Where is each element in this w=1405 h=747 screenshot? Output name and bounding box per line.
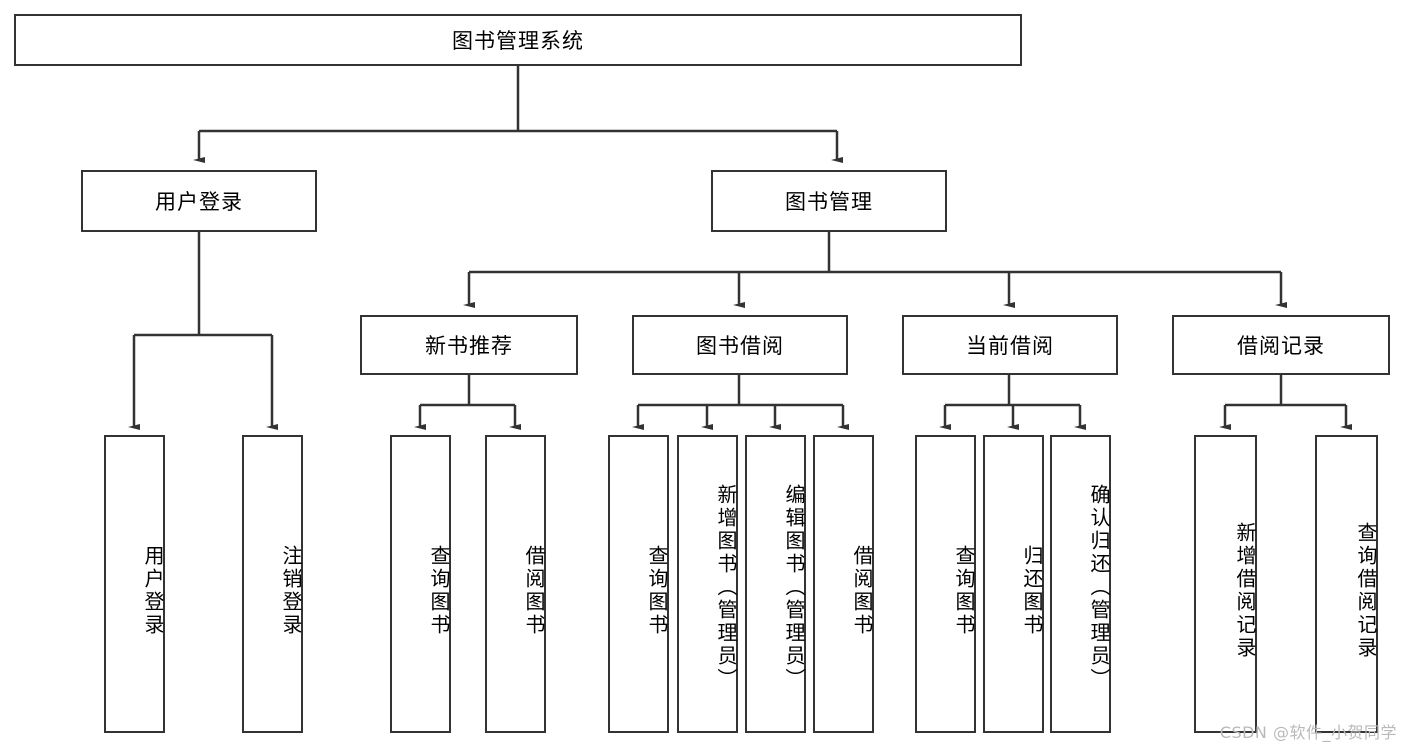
node-book-borrow[interactable]: 图书借阅 xyxy=(632,315,848,375)
leaf-record-query-record[interactable]: 查询借阅记录 xyxy=(1315,435,1378,733)
node-user-login[interactable]: 用户登录 xyxy=(81,170,317,232)
leaf-borrow-query-book[interactable]: 查询图书 xyxy=(608,435,669,733)
leaf-borrow-borrow-book[interactable]: 借阅图书 xyxy=(813,435,874,733)
leaf-recommend-borrow-book[interactable]: 借阅图书 xyxy=(485,435,546,733)
node-book-management[interactable]: 图书管理 xyxy=(711,170,947,232)
leaf-user-login-login[interactable]: 用户登录 xyxy=(104,435,165,733)
node-root-system[interactable]: 图书管理系统 xyxy=(14,14,1022,66)
node-new-book-recommend[interactable]: 新书推荐 xyxy=(360,315,578,375)
leaf-recommend-query-book[interactable]: 查询图书 xyxy=(390,435,451,733)
leaf-current-query-book[interactable]: 查询图书 xyxy=(915,435,976,733)
leaf-current-return-book[interactable]: 归还图书 xyxy=(983,435,1044,733)
watermark-text: CSDN @软件_小贺同学 xyxy=(1219,723,1397,742)
node-current-borrow[interactable]: 当前借阅 xyxy=(902,315,1118,375)
leaf-current-confirm-return-admin[interactable]: 确认归还（管理员） xyxy=(1050,435,1111,733)
leaf-record-add-record[interactable]: 新增借阅记录 xyxy=(1194,435,1257,733)
leaf-user-login-logout[interactable]: 注销登录 xyxy=(242,435,303,733)
leaf-borrow-add-book-admin[interactable]: 新增图书（管理员） xyxy=(677,435,738,733)
node-borrow-record[interactable]: 借阅记录 xyxy=(1172,315,1390,375)
leaf-borrow-edit-book-admin[interactable]: 编辑图书（管理员） xyxy=(745,435,806,733)
